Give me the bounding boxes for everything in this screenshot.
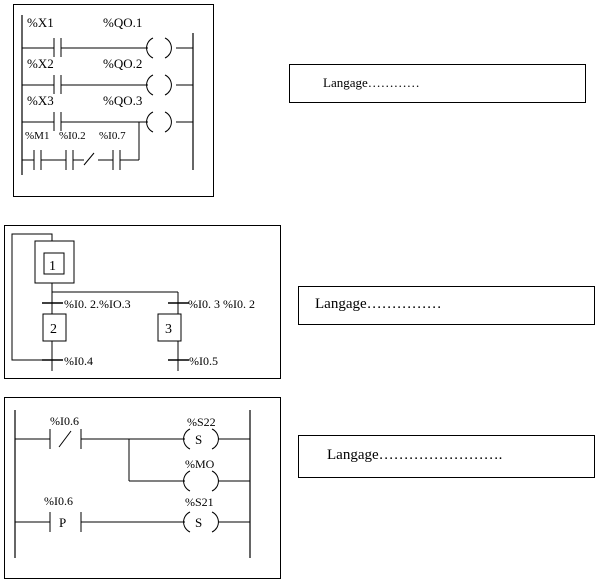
initial-step <box>34 240 75 284</box>
coil-symbol <box>183 470 191 492</box>
step-3 <box>157 313 182 342</box>
set-coil-symbol <box>183 428 191 450</box>
step-number: 3 <box>165 322 172 337</box>
answer-text: Langage…………… <box>315 296 442 312</box>
transition-label: %I0. 3 %I0. 2 <box>188 297 255 311</box>
grafcet-drawing: 1 %I0. 2.%IO.3 %I0. 3 %I0. 2 2 %I0.4 3 %… <box>11 233 255 371</box>
branch-contact-label: %I0.7 <box>99 130 126 142</box>
coil-label: %S22 <box>187 415 216 429</box>
step-number: 2 <box>50 322 57 337</box>
answer-box-2[interactable]: Langage…………… <box>298 286 595 325</box>
answer-text: Langage………… <box>323 75 420 90</box>
coil-symbol <box>146 74 154 96</box>
coil-label: %QO.1 <box>103 15 142 30</box>
branch-contact-label: %M1 <box>25 130 49 142</box>
contact-label: %X3 <box>27 93 54 108</box>
step-2 <box>42 313 67 342</box>
ladder-diagram-1-drawing: %X1 %QO.1 %X2 %QO.2 %X3 %QO.3 %M1 %I0.2 <box>21 15 194 175</box>
coil-symbol <box>146 111 154 133</box>
coil-label: %QO.3 <box>103 93 142 108</box>
transition-label: %I0.4 <box>64 354 93 368</box>
transition-label: %I0. 2.%IO.3 <box>64 297 131 311</box>
contact-type: P <box>59 515 66 530</box>
answer-box-1[interactable]: Langage………… <box>289 64 586 103</box>
transition-label: %I0.5 <box>189 354 218 368</box>
coil-label: %QO.2 <box>103 56 142 71</box>
contact-label: %I0.6 <box>44 494 73 508</box>
contact-label: %I0.6 <box>50 414 79 428</box>
ladder-diagram-2: %I0.6 %S22 S %MO %I0.6 P %S21 S <box>4 397 281 579</box>
grafcet-diagram: 1 %I0. 2.%IO.3 %I0. 3 %I0. 2 2 %I0.4 3 %… <box>4 225 281 379</box>
answer-text: Langage……………………. <box>327 447 503 463</box>
branch-contact-label: %I0.2 <box>59 130 86 142</box>
ladder-diagram-1: %X1 %QO.1 %X2 %QO.2 %X3 %QO.3 %M1 %I0.2 <box>13 4 214 197</box>
answer-box-3[interactable]: Langage……………………. <box>298 435 595 478</box>
contact-label: %X1 <box>27 15 54 30</box>
contact-label: %X2 <box>27 56 54 71</box>
loop-back-link <box>11 233 53 361</box>
coil-symbol <box>146 37 154 59</box>
set-coil-symbol <box>183 511 191 533</box>
coil-label: %MO <box>185 457 215 471</box>
coil-type: S <box>195 432 202 447</box>
coil-type: S <box>195 515 202 530</box>
step-number: 1 <box>49 259 56 274</box>
ladder-diagram-2-drawing: %I0.6 %S22 S %MO %I0.6 P %S21 S <box>14 410 251 558</box>
coil-label: %S21 <box>185 495 214 509</box>
